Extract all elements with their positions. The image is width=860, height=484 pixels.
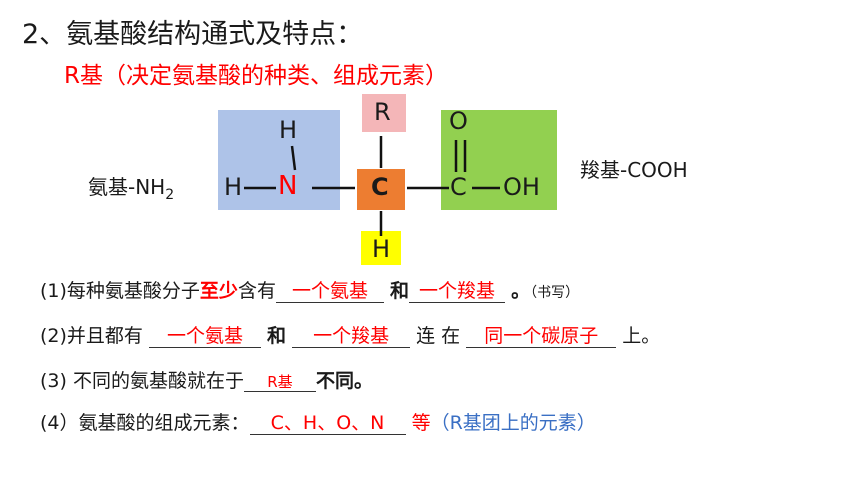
statement-1-end: 。 [511, 280, 531, 302]
hydrogen-box [361, 231, 401, 265]
page-title: 2、氨基酸结构通式及特点： [22, 19, 364, 50]
carboxyl-group-box [441, 110, 557, 210]
blank-amino-2: 一个氨基 [148, 326, 261, 348]
amino-group-label: 氨基-NH2 [88, 171, 174, 203]
bond-htop-n [290, 145, 297, 171]
blank-carboxyl-2: 一个羧基 [292, 326, 411, 348]
amino-label-text: 氨基-NH [88, 175, 166, 199]
central-carbon-box [357, 169, 405, 210]
amino-group-box [218, 110, 340, 210]
r-group-box [362, 94, 406, 132]
statement-2-end: 上。 [622, 325, 661, 347]
blank-elements: C、H、O、N [249, 413, 406, 435]
atom-h-bottom: H [372, 235, 391, 263]
statement-1-emphasis: 至少 [199, 280, 238, 302]
statement-1-prefix: (1)每种氨基酸分子 [40, 280, 200, 302]
statement-1-note: （书写） [530, 285, 580, 301]
statement-3-prefix: (3) 不同的氨基酸就在于 [40, 370, 244, 392]
statement-4-prefix: (4）氨基酸的组成元素： [40, 412, 250, 434]
blank-same-carbon: 同一个碳原子 [466, 326, 617, 348]
blank-amino-1: 一个氨基 [275, 281, 384, 303]
statement-1: (1)每种氨基酸分子至少含有一个氨基 和一个羧基 。（书写） [40, 276, 579, 303]
statement-4: (4）氨基酸的组成元素：C、H、O、N 等（R基团上的元素） [40, 408, 596, 435]
atom-r: R [374, 98, 391, 126]
atom-h-top: H [279, 116, 298, 144]
statement-1-mid: 含有 [237, 280, 276, 302]
atom-c-right: C [450, 173, 467, 201]
atom-h-left: H [224, 173, 243, 201]
statement-2-prefix: (2)并且都有 [40, 325, 143, 347]
atom-n: N [278, 171, 298, 201]
statement-2: (2)并且都有 一个氨基 和 一个羧基 连 在 同一个碳原子 上。 [40, 321, 660, 348]
statement-3-end: 不同。 [315, 370, 373, 392]
atom-oh: OH [503, 173, 540, 201]
blank-r-group: R基 [243, 374, 316, 392]
statement-2-mid: 连 在 [416, 325, 461, 347]
statement-2-conj: 和 [267, 325, 287, 347]
atom-o-top: O [449, 107, 468, 135]
statement-4-mid: 等 [411, 412, 431, 434]
amino-label-subscript: 2 [165, 187, 175, 203]
carboxyl-group-label: 羧基-COOH [580, 158, 688, 182]
atom-c-center: C [371, 173, 389, 201]
blank-carboxyl-1: 一个羧基 [409, 281, 506, 303]
statement-1-conj: 和 [390, 280, 410, 302]
r-group-note: R基（决定氨基酸的种类、组成元素） [64, 63, 448, 89]
statement-4-note: （R基团上的元素） [430, 412, 596, 434]
